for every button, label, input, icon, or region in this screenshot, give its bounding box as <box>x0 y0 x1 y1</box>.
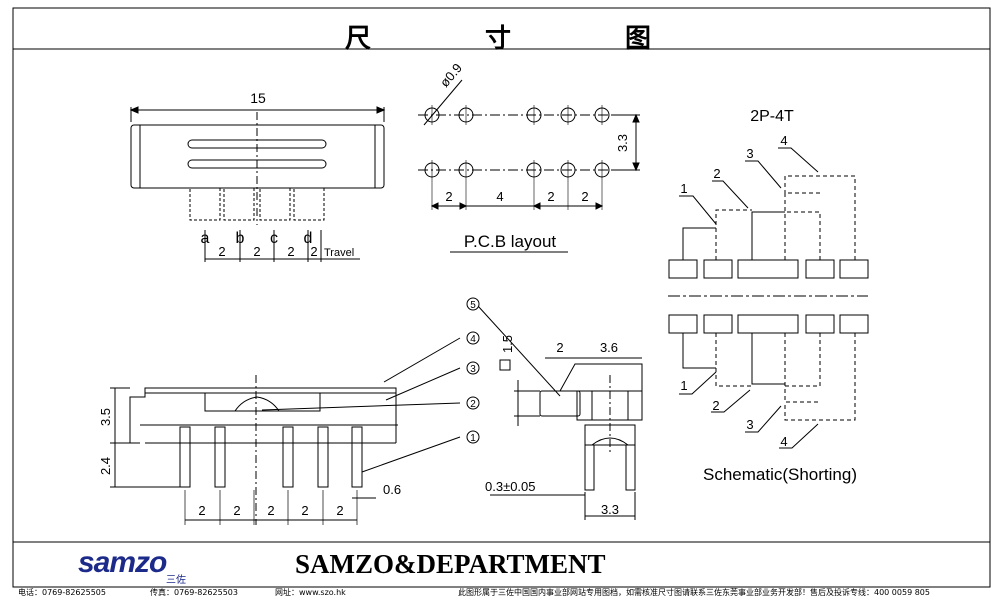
travel-label: Travel <box>324 247 354 259</box>
callout-4 <box>466 331 480 345</box>
pcb-hole-dia: ø0.9 <box>437 60 465 90</box>
top-pitch-dim: 2 <box>218 244 225 259</box>
brand-name: SAMZO&DEPARTMENT <box>295 549 606 579</box>
callout-5 <box>466 297 480 311</box>
pin-letter-c: c <box>270 230 278 247</box>
footer-fax: 传真：0769-82625503 <box>150 588 238 597</box>
pin-letter-b: b <box>236 230 245 247</box>
footer-phone: 电话：0769-82625505 <box>18 588 106 597</box>
schematic-num-bottom: 1 <box>680 378 687 393</box>
end-dim-bottom: 3.3 <box>601 502 619 517</box>
schematic-caption: Schematic(Shorting) <box>703 465 857 484</box>
callout-1-label: 1 <box>470 433 476 444</box>
pin-letter-a: a <box>201 230 210 247</box>
samzo-logo: samzo <box>78 546 167 579</box>
schematic-num-bottom: 3 <box>746 417 753 432</box>
side-pitch-dim: 2 <box>198 503 205 518</box>
schematic-num-top: 3 <box>746 146 753 161</box>
top-view <box>129 106 386 262</box>
pcb-pitch-dim: 2 <box>581 189 588 204</box>
callout-3-label: 3 <box>470 364 476 375</box>
top-pitch-dim: 2 <box>310 244 317 259</box>
pcb-holes <box>424 107 610 178</box>
end-dim-thickness: 0.3±0.05 <box>485 479 536 494</box>
callouts <box>466 297 480 444</box>
callout-1 <box>466 430 480 444</box>
schematic-num-top: 2 <box>713 166 720 181</box>
schematic-num-bottom: 2 <box>712 398 719 413</box>
top-pitch-dim: 2 <box>287 244 294 259</box>
pcb-pitch-dim: 2 <box>445 189 452 204</box>
schematic-contacts-bottom <box>668 314 869 334</box>
pcb-pitch-dim: 2 <box>547 189 554 204</box>
side-pitch-dim: 2 <box>233 503 240 518</box>
schematic-num-top: 1 <box>680 181 687 196</box>
callout-4-label: 4 <box>470 334 476 345</box>
footer-notice: 此图形属于三佐中国国内事业部网站专用图档，如需核准尺寸图请联系三佐东莞事业部业务… <box>458 588 930 597</box>
basic-dim-box <box>499 359 511 371</box>
schematic-config: 2P-4T <box>750 108 794 125</box>
callout-2 <box>466 396 480 410</box>
top-width-dim: 15 <box>250 90 266 106</box>
side-pin-length-dim: 2.4 <box>98 457 113 475</box>
schematic <box>668 147 869 449</box>
side-view <box>110 305 561 525</box>
schematic-contacts-top <box>668 259 869 279</box>
page-title: 尺寸图 <box>0 18 1000 55</box>
side-pitch-dim: 2 <box>267 503 274 518</box>
callout-5-label: 5 <box>470 300 476 311</box>
schematic-num-top: 4 <box>780 133 787 148</box>
pcb-layout <box>418 79 640 253</box>
side-pitch-dim: 2 <box>301 503 308 518</box>
side-pin-width-dim: 0.6 <box>383 482 401 497</box>
end-dim-top-right: 3.6 <box>600 340 618 355</box>
end-view <box>490 357 643 520</box>
side-height-dim: 3.5 <box>98 408 113 426</box>
callout-2-label: 2 <box>470 399 476 410</box>
outer-frame <box>12 7 991 588</box>
footer-website: 网址：www.szo.hk <box>275 588 346 597</box>
side-pitch-dim: 2 <box>336 503 343 518</box>
schematic-num-bottom: 4 <box>780 434 787 449</box>
pcb-pitch-dim: 4 <box>496 189 503 204</box>
pin-letter-d: d <box>304 230 313 247</box>
end-dim-top-left: 2 <box>556 340 563 355</box>
pcb-caption: P.C.B layout <box>464 232 557 251</box>
samzo-logo-sub: 三佐 <box>166 575 186 586</box>
top-pitch-dim: 2 <box>253 244 260 259</box>
end-dim-vertical: 1.5 <box>500 335 515 353</box>
pcb-row-spacing: 3.3 <box>615 134 630 152</box>
callout-3 <box>466 361 480 375</box>
side-pins <box>179 426 363 488</box>
